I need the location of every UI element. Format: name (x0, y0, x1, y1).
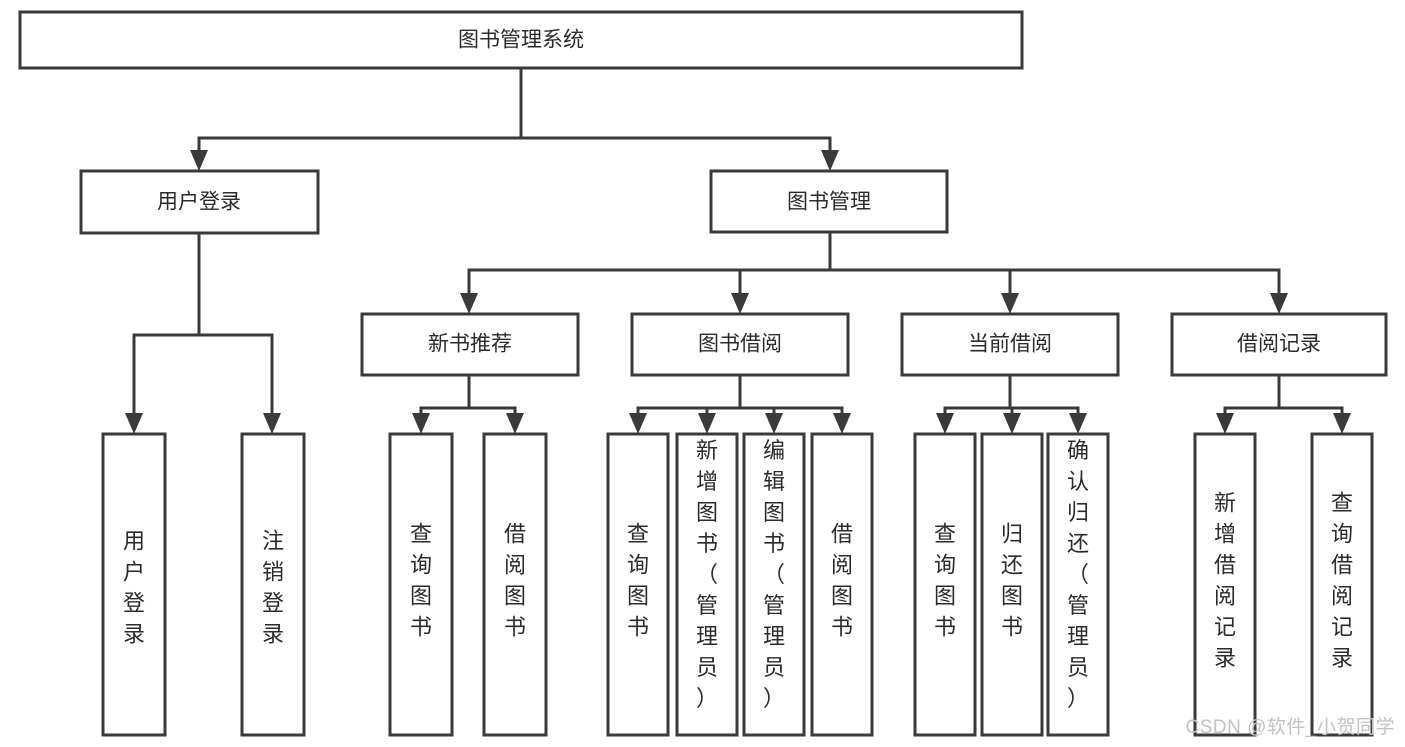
node-borrow-record-box[interactable] (1170, 312, 1388, 377)
edge-layer (125, 66, 1351, 434)
node-new-book-recommend-label: 新书推荐 (428, 333, 512, 356)
node-leaf-query-book-1[interactable]: 查询图书 (388, 432, 454, 737)
node-leaf-edit-book-admin-label: 编辑图书（管理员） (763, 438, 785, 711)
arrow-head-leaf-add-borrow-record (1216, 413, 1234, 434)
node-leaf-borrow-book-1-box[interactable] (482, 432, 548, 737)
node-leaf-edit-book-admin[interactable]: 编辑图书（管理员） (742, 432, 806, 737)
node-book-borrow-box[interactable] (630, 312, 850, 377)
node-borrow-record-label: 借阅记录 (1237, 333, 1321, 356)
node-leaf-borrow-book-2-box[interactable] (810, 432, 874, 737)
node-leaf-query-book-3-label: 查询图书 (934, 521, 956, 639)
arrow-head-user-login (190, 150, 208, 171)
node-user-login-box[interactable] (79, 169, 320, 235)
arrow-head-leaf-query-book-3 (936, 413, 954, 434)
node-leaf-query-book-2-label: 查询图书 (627, 521, 649, 639)
node-leaf-borrow-book-2[interactable]: 借阅图书 (810, 432, 874, 737)
arrow-head-leaf-confirm-return-admin (1069, 413, 1087, 434)
node-book-borrow[interactable]: 图书借阅 (630, 312, 850, 377)
node-leaf-logout-login-box[interactable] (240, 432, 306, 737)
arrow-head-leaf-query-book-1 (412, 413, 430, 434)
arrow-head-leaf-add-book-admin (698, 413, 716, 434)
node-leaf-return-book-box[interactable] (980, 432, 1044, 737)
node-leaf-borrow-book-1-label: 借阅图书 (504, 521, 526, 639)
arrow-head-leaf-query-borrow-record (1333, 413, 1351, 434)
node-book-manage-label: 图书管理 (787, 191, 871, 214)
arrow-head-leaf-user-login (125, 413, 143, 434)
node-root-box[interactable] (18, 10, 1024, 70)
node-leaf-query-borrow-record-box[interactable] (1310, 432, 1374, 737)
node-leaf-return-book[interactable]: 归还图书 (980, 432, 1044, 737)
arrow-head-book-borrow (731, 293, 749, 314)
node-leaf-query-book-1-label: 查询图书 (410, 521, 432, 639)
node-current-borrow-label: 当前借阅 (968, 333, 1052, 356)
node-book-manage[interactable]: 图书管理 (709, 169, 949, 234)
arrow-head-leaf-edit-book-admin (765, 413, 783, 434)
arrow-head-leaf-logout-login (263, 413, 281, 434)
node-book-borrow-label: 图书借阅 (698, 333, 782, 356)
node-leaf-logout-login[interactable]: 注销登录 (240, 432, 306, 737)
node-leaf-query-book-2-box[interactable] (606, 432, 670, 737)
arrow-head-leaf-return-book (1003, 413, 1021, 434)
node-current-borrow-box[interactable] (900, 312, 1120, 377)
node-leaf-return-book-label: 归还图书 (1001, 521, 1023, 639)
arrow-head-leaf-borrow-book-1 (506, 413, 524, 434)
node-new-book-recommend[interactable]: 新书推荐 (360, 312, 580, 377)
node-user-login[interactable]: 用户登录 (79, 169, 320, 235)
node-leaf-add-book-admin[interactable]: 新增图书（管理员） (675, 432, 739, 737)
node-leaf-confirm-return-admin-label: 确认归还（管理员） (1067, 438, 1089, 711)
node-leaf-add-book-admin-label: 新增图书（管理员） (696, 438, 718, 711)
node-leaf-query-borrow-record-label: 查询借阅记录 (1331, 490, 1353, 670)
node-root[interactable]: 图书管理系统 (18, 10, 1024, 70)
node-leaf-add-book-admin-box[interactable] (675, 432, 739, 737)
node-leaf-query-borrow-record[interactable]: 查询借阅记录 (1310, 432, 1374, 737)
arrow-head-leaf-borrow-book-2 (833, 413, 851, 434)
node-leaf-add-borrow-record-box[interactable] (1193, 432, 1257, 737)
node-book-manage-box[interactable] (709, 169, 949, 234)
node-leaf-user-login-box[interactable] (101, 432, 167, 737)
node-leaf-query-book-3-box[interactable] (913, 432, 977, 737)
arrow-head-leaf-query-book-2 (629, 413, 647, 434)
node-leaf-add-borrow-record-label: 新增借阅记录 (1214, 490, 1236, 670)
node-new-book-recommend-box[interactable] (360, 312, 580, 377)
arrow-head-book-manage (821, 150, 839, 171)
node-leaf-edit-book-admin-box[interactable] (742, 432, 806, 737)
arrow-head-current-borrow (1001, 293, 1019, 314)
node-leaf-query-book-2[interactable]: 查询图书 (606, 432, 670, 737)
node-root-label: 图书管理系统 (458, 29, 584, 52)
node-borrow-record[interactable]: 借阅记录 (1170, 312, 1388, 377)
node-leaf-confirm-return-admin[interactable]: 确认归还（管理员） (1046, 432, 1110, 737)
node-leaf-query-book-3[interactable]: 查询图书 (913, 432, 977, 737)
node-leaf-confirm-return-admin-box[interactable] (1046, 432, 1110, 737)
arrow-head-borrow-record (1270, 293, 1288, 314)
node-leaf-user-login-label: 用户登录 (123, 528, 145, 646)
node-leaf-borrow-book-1[interactable]: 借阅图书 (482, 432, 548, 737)
node-leaf-add-borrow-record[interactable]: 新增借阅记录 (1193, 432, 1257, 737)
node-user-login-label: 用户登录 (157, 191, 241, 214)
node-leaf-query-book-1-box[interactable] (388, 432, 454, 737)
arrow-head-new-book-recommend (460, 293, 478, 314)
node-leaf-user-login[interactable]: 用户登录 (101, 432, 167, 737)
node-leaf-logout-login-label: 注销登录 (262, 528, 284, 646)
node-leaf-borrow-book-2-label: 借阅图书 (831, 521, 853, 639)
node-current-borrow[interactable]: 当前借阅 (900, 312, 1120, 377)
